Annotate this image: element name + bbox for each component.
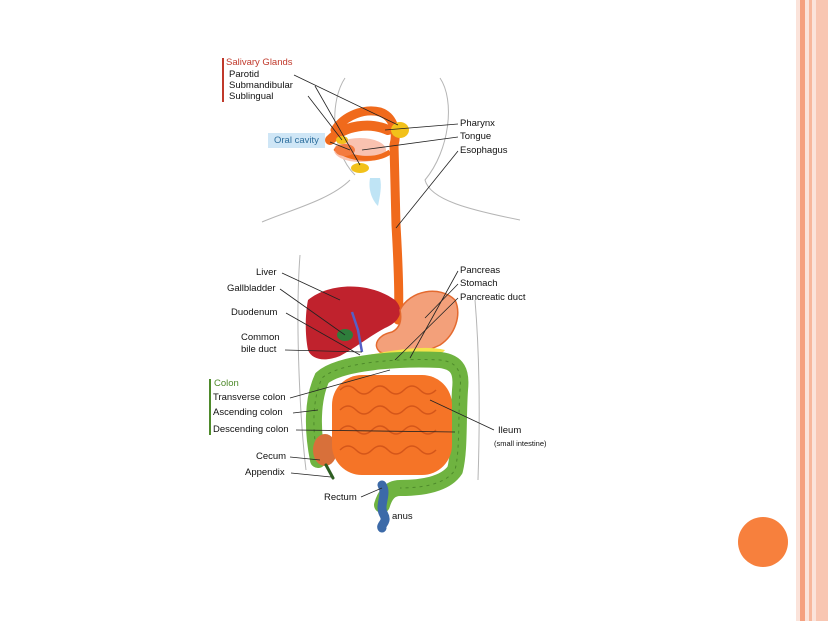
slide-border-stripe-accent-1 xyxy=(800,0,805,621)
appendix-shape xyxy=(324,463,335,480)
colon-shape xyxy=(305,351,469,513)
label-cecum: Cecum xyxy=(256,451,287,462)
label-parotid: Parotid xyxy=(229,69,260,80)
label-duodenum: Duodenum xyxy=(231,307,278,318)
label-anus: anus xyxy=(392,511,413,522)
label-submandibular: Submandibular xyxy=(229,80,293,91)
slide-border-stripe-accent-2 xyxy=(809,0,812,621)
colon-bracket xyxy=(209,379,211,435)
rectum-shape xyxy=(377,480,390,533)
label-common-bile-duct-2: bile duct xyxy=(241,344,277,355)
esophagus-pharynx xyxy=(325,106,409,325)
salivary-bracket xyxy=(222,58,224,102)
label-oral-cavity: Oral cavity xyxy=(268,133,325,148)
slide-decoration-circle xyxy=(738,517,788,567)
small-intestine-shape xyxy=(332,375,452,475)
label-pancreas: Pancreas xyxy=(460,265,501,276)
label-esophagus: Esophagus xyxy=(460,145,508,156)
label-sublingual: Sublingual xyxy=(229,91,274,102)
bile-duct-shape xyxy=(350,311,364,353)
leader-lines xyxy=(279,74,495,498)
label-appendix: Appendix xyxy=(245,467,285,478)
submandibular-gland-shape xyxy=(351,163,369,173)
label-ascending-colon: Ascending colon xyxy=(213,407,283,418)
salivary-glands-header: Salivary Glands xyxy=(226,57,293,68)
label-common-bile-duct-1: Common xyxy=(241,332,280,343)
label-pancreatic-duct: Pancreatic duct xyxy=(460,292,526,303)
body-outline xyxy=(261,77,521,481)
label-ileum-sub: (small intestine) xyxy=(494,439,547,448)
parotid-gland-shape xyxy=(391,122,409,138)
label-ileum: Ileum xyxy=(498,425,522,436)
label-descending-colon: Descending colon xyxy=(213,424,289,435)
label-liver: Liver xyxy=(256,267,277,278)
label-tongue: Tongue xyxy=(460,131,492,142)
colon-header: Colon xyxy=(214,378,239,389)
cecum-shape xyxy=(313,434,337,466)
label-rectum: Rectum xyxy=(324,492,357,503)
slide-border-stripe-accent-3 xyxy=(816,0,828,621)
label-stomach: Stomach xyxy=(460,278,498,289)
label-gallbladder: Gallbladder xyxy=(227,283,276,294)
label-pharynx: Pharynx xyxy=(460,118,495,129)
trachea-shape xyxy=(369,178,381,206)
liver-shape xyxy=(305,286,401,360)
label-transverse-colon: Transverse colon xyxy=(213,392,286,403)
